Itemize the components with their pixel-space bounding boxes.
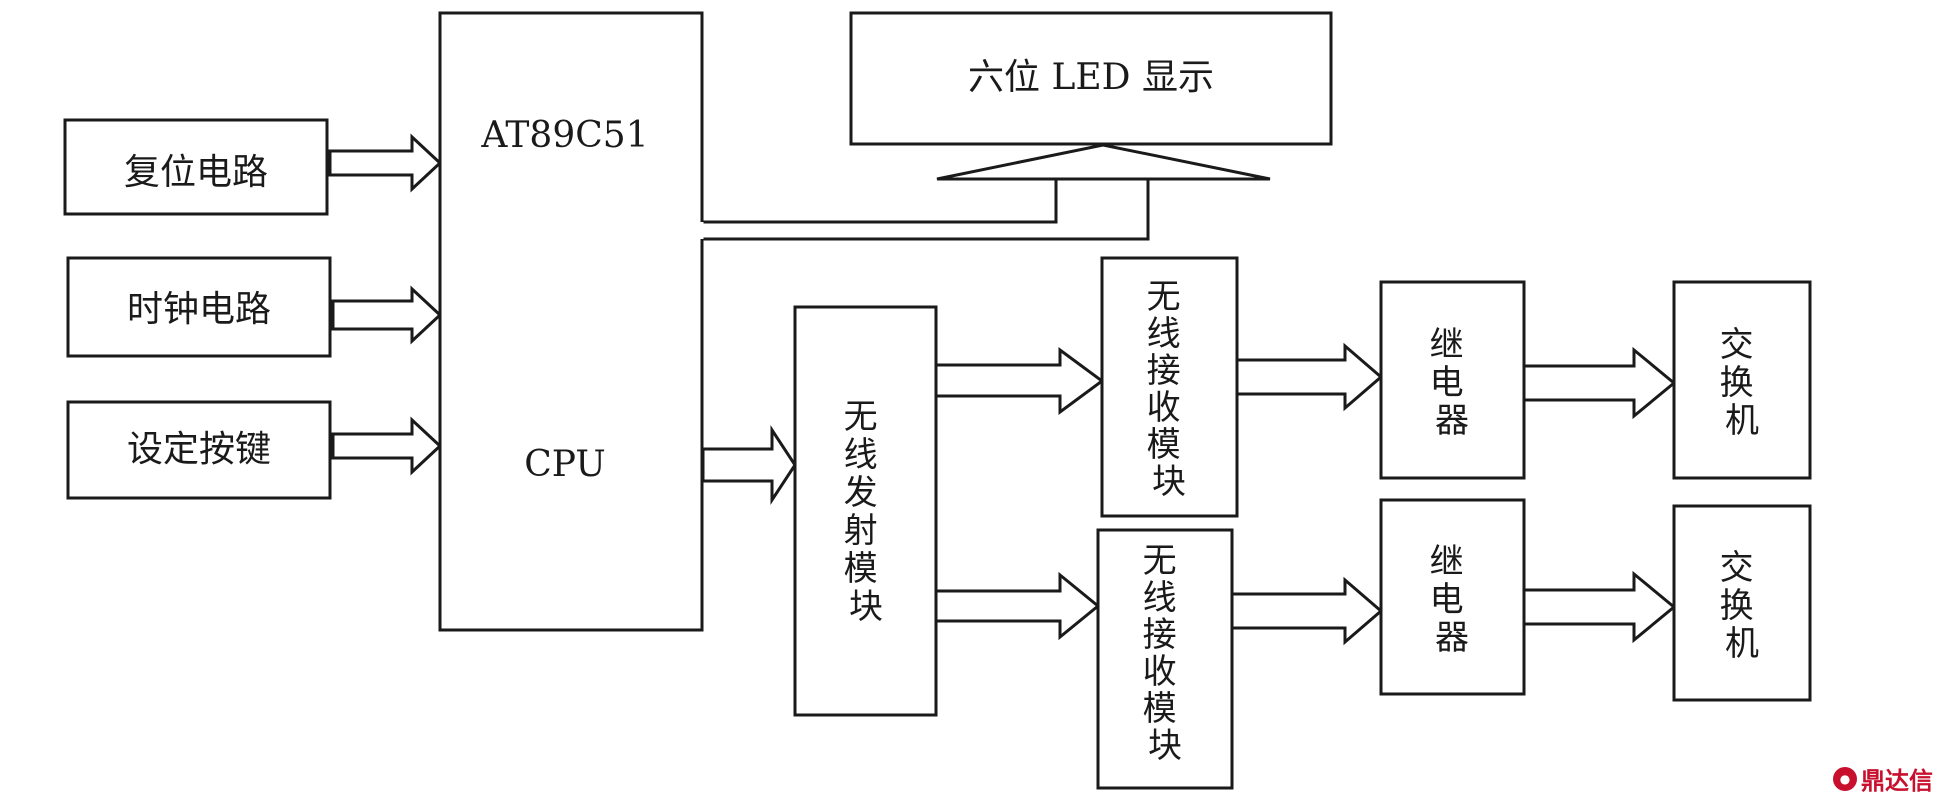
mcu-box <box>438 11 704 632</box>
receiver-1-to-relay-1-arrow <box>1235 342 1384 412</box>
watermark: ● 鼎达信 <box>1833 761 1933 796</box>
reset-to-mcu-arrow <box>328 133 443 193</box>
relay-2-box <box>1379 498 1526 696</box>
transmitter-to-receiver-1-arrow <box>934 347 1105 415</box>
reset-circuit-label: 复位电路 <box>124 152 268 193</box>
set-keys-label: 设定按键 <box>127 429 271 470</box>
wireless-receiver-2-box <box>1096 528 1234 790</box>
watermark-text: 鼎达信 <box>1861 767 1933 795</box>
switch-1-label: 交 换 机 <box>1720 325 1765 441</box>
switch-1-box <box>1672 280 1812 480</box>
wireless-receiver-1-label: 无 线 接 收 模 块 <box>1147 277 1192 502</box>
transmitter-to-receiver-2-arrow <box>934 571 1101 641</box>
wireless-receiver-2-label: 无 线 接 收 模 块 <box>1143 541 1188 766</box>
logo-icon: ● <box>1833 766 1857 791</box>
set-keys-box <box>66 400 332 500</box>
wireless-transmitter-box <box>793 305 938 717</box>
switch-2-label: 交 换 机 <box>1720 548 1765 664</box>
led-display-label: 六位 LED 显示 <box>968 57 1214 98</box>
relay-1-to-switch-1-arrow <box>1522 346 1677 420</box>
wireless-transmitter-label: 无 线 发 射 模 块 <box>844 397 889 627</box>
relay-2-label: 继 电 器 <box>1430 542 1475 658</box>
relay-1-label: 继 电 器 <box>1430 325 1475 441</box>
clock-to-mcu-arrow <box>331 285 443 345</box>
mcu-to-transmitter-arrow <box>701 424 797 506</box>
mcu-model-label: AT89C51 <box>480 115 648 156</box>
wireless-receiver-1-box <box>1100 256 1239 518</box>
mcu-to-led-bus-arrow <box>700 143 1271 241</box>
keys-to-mcu-arrow <box>331 416 443 476</box>
receiver-2-to-relay-2-arrow <box>1230 576 1384 646</box>
clock-circuit-box <box>66 256 332 358</box>
switch-2-box <box>1672 504 1812 702</box>
led-display-box <box>849 11 1333 146</box>
clock-circuit-label: 时钟电路 <box>127 289 271 330</box>
reset-circuit-box <box>63 118 329 216</box>
relay-2-to-switch-2-arrow <box>1522 570 1677 644</box>
mcu-cpu-label: CPU <box>524 444 605 485</box>
